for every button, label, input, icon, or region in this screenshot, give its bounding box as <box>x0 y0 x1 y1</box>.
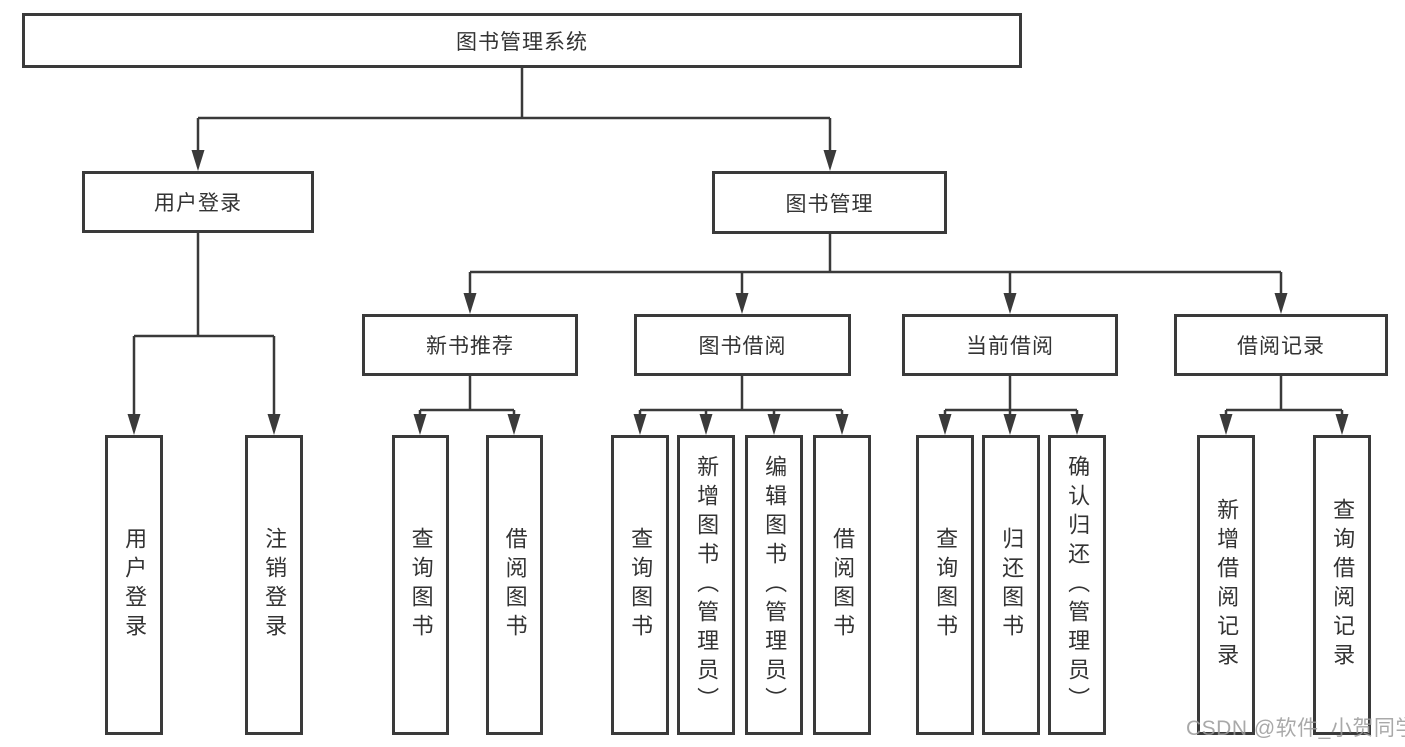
node-label: 归还图书 <box>999 527 1025 643</box>
node-label: 图书借阅 <box>698 335 787 358</box>
node-label: 查询图书 <box>408 527 434 643</box>
node-label: 借阅图书 <box>830 527 856 643</box>
leaf-logout: 注销登录 <box>245 435 303 735</box>
leaf-add-borrow-record: 新增借阅记录 <box>1197 435 1255 735</box>
node-label: 确认归还（管理员） <box>1065 454 1091 716</box>
leaf-borrow-books-2: 借阅图书 <box>813 435 871 735</box>
leaf-edit-books-admin: 编辑图书（管理员） <box>745 435 803 735</box>
leaf-add-books-admin: 新增图书（管理员） <box>677 435 735 735</box>
node-label: 查询图书 <box>628 527 654 643</box>
node-label: 查询借阅记录 <box>1330 498 1356 672</box>
node-label: 图书管理 <box>785 192 874 216</box>
node-label: 新增借阅记录 <box>1214 498 1240 672</box>
csdn-watermark: CSDN @软件_小贺同学 <box>1186 717 1405 740</box>
leaf-confirm-return-admin: 确认归还（管理员） <box>1048 435 1106 735</box>
leaf-query-books-2: 查询图书 <box>611 435 669 735</box>
node-borrowing-records: 借阅记录 <box>1174 314 1388 376</box>
node-label: 注销登录 <box>262 527 288 643</box>
leaf-return-books: 归还图书 <box>982 435 1040 735</box>
node-library-system: 图书管理系统 <box>22 13 1022 68</box>
node-label: 查询图书 <box>933 527 959 643</box>
leaf-query-books-1: 查询图书 <box>392 435 449 735</box>
node-label: 借阅图书 <box>502 527 528 643</box>
leaf-query-books-3: 查询图书 <box>916 435 974 735</box>
node-label: 新书推荐 <box>426 335 514 358</box>
node-label: 编辑图书（管理员） <box>762 454 788 716</box>
leaf-borrow-books-1: 借阅图书 <box>486 435 543 735</box>
node-new-book-recommend: 新书推荐 <box>362 314 578 376</box>
node-book-management: 图书管理 <box>712 171 947 234</box>
node-label: 用户登录 <box>122 527 148 643</box>
node-user-login: 用户登录 <box>82 171 314 233</box>
leaf-query-borrow-record: 查询借阅记录 <box>1313 435 1371 735</box>
node-label: 用户登录 <box>154 192 242 215</box>
node-label: 图书管理系统 <box>456 30 588 54</box>
leaf-user-login: 用户登录 <box>105 435 163 735</box>
node-current-borrowing: 当前借阅 <box>902 314 1118 376</box>
node-book-borrowing: 图书借阅 <box>634 314 851 376</box>
node-label: 新增图书（管理员） <box>694 454 720 716</box>
arrowheads <box>127 150 1349 435</box>
node-label: 当前借阅 <box>966 335 1054 358</box>
node-label: 借阅记录 <box>1237 335 1325 358</box>
